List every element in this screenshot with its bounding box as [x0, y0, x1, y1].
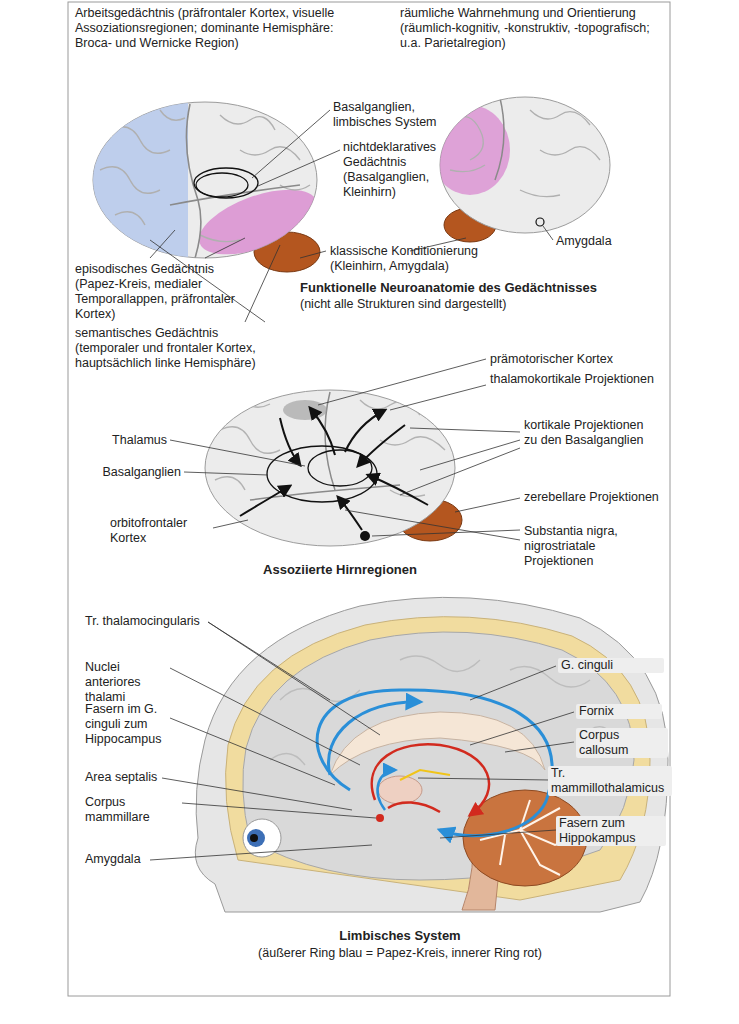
- structure-label: Fornix: [576, 704, 662, 719]
- region-label: semantisches Gedächtnis (temporaler und …: [75, 326, 280, 371]
- panel-title: Assoziierte Hirnregionen: [235, 562, 445, 577]
- panel-title: Funktionelle Neuroanatomie des Gedächtni…: [300, 280, 665, 295]
- structure-label: Amygdala: [556, 234, 636, 249]
- region-label: nichtdeklaratives Gedächtnis (Basalgangl…: [343, 140, 443, 200]
- structure-label: zerebellare Projektionen: [524, 490, 660, 505]
- structure-label: Tr. mammillothalamicus: [548, 766, 672, 796]
- region-label: Basalganglien, limbisches System: [333, 100, 463, 130]
- panel-title: Limbisches System: [250, 928, 550, 943]
- structure-label: Basalganglien: [85, 465, 181, 480]
- structure-label: Area septalis: [85, 770, 175, 785]
- structure-label: Substantia nigra, nigrostriatale Projekt…: [524, 524, 660, 569]
- structure-label: Tr. thalamocingularis: [85, 614, 207, 629]
- panel-subtitle: (nicht alle Strukturen sind dargestellt): [300, 297, 665, 312]
- structure-label: Fasern im G. cinguli zum Hippocampus: [85, 702, 169, 747]
- structure-label: thalamokortikale Projektionen: [490, 372, 662, 387]
- structure-label: Corpus mammillare: [85, 795, 181, 825]
- structure-label: G. cinguli: [558, 658, 664, 673]
- structure-label: Fasern zum Hippokampus: [556, 816, 666, 846]
- structure-label: Thalamus: [85, 433, 167, 448]
- region-label: episodisches Gedächtnis (Papez-Kreis, me…: [75, 262, 255, 322]
- structure-label: prämotorischer Kortex: [490, 352, 662, 367]
- structure-label: orbitofrontaler Kortex: [110, 516, 212, 546]
- panel-subtitle: (äußerer Ring blau = Papez-Kreis, innere…: [200, 946, 600, 961]
- region-label: räumliche Wahrnehmung und Orientierung (…: [400, 6, 665, 51]
- structure-label: kortikale Projektionen zu den Basalgangl…: [524, 418, 660, 448]
- region-label: klassische Konditionierung (Kleinhirn, A…: [330, 244, 505, 274]
- structure-label: Corpus callosum: [576, 728, 668, 758]
- region-label: Arbeitsgedächtnis (präfrontaler Kortex, …: [75, 6, 345, 51]
- structure-label: Amygdala: [85, 852, 175, 867]
- structure-label: Nuclei anteriores thalami: [85, 660, 169, 705]
